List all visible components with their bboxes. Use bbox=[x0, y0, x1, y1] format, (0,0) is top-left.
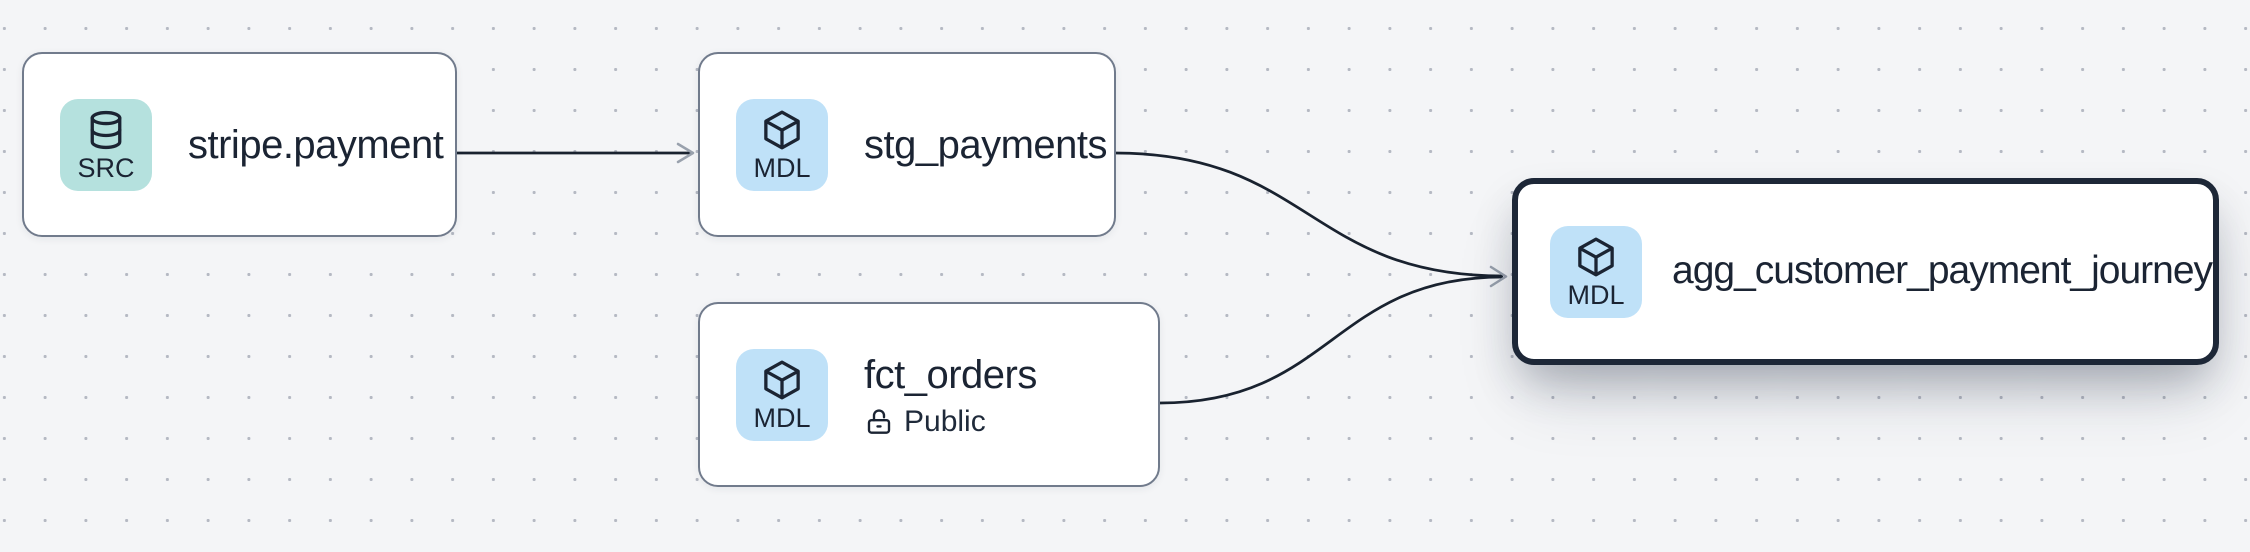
model-type-badge: MDL bbox=[1550, 225, 1642, 318]
edge-stg-payments-to-agg-customer-payment-journey[interactable] bbox=[1114, 151, 1504, 278]
edge-fct-orders-to-agg-customer-payment-journey[interactable] bbox=[1159, 275, 1504, 405]
node-stg-payments[interactable]: MDL stg_payments bbox=[698, 52, 1116, 237]
node-fct-orders[interactable]: MDL fct_orders Public bbox=[698, 302, 1160, 487]
cube-icon bbox=[764, 110, 800, 149]
node-agg-customer-payment-journey[interactable]: MDL agg_customer_payment_journey bbox=[1512, 178, 2219, 365]
badge-label: MDL bbox=[753, 152, 811, 183]
unlock-icon bbox=[867, 408, 891, 434]
arrowhead-icon bbox=[676, 142, 695, 164]
node-labels: stripe.payment bbox=[188, 121, 444, 169]
model-type-badge: MDL bbox=[736, 98, 828, 191]
node-labels: agg_customer_payment_journey bbox=[1672, 248, 2213, 295]
node-title: stg_payments bbox=[864, 122, 1108, 167]
node-title: fct_orders bbox=[864, 353, 1037, 397]
cube-icon bbox=[1578, 237, 1614, 276]
node-title: agg_customer_payment_journey bbox=[1672, 249, 2213, 293]
cube-icon bbox=[764, 360, 800, 399]
node-labels: fct_orders Public bbox=[864, 351, 1037, 438]
source-type-badge: SRC bbox=[60, 98, 152, 191]
node-title: stripe.payment bbox=[188, 122, 444, 167]
access-label: Public bbox=[904, 405, 986, 438]
model-type-badge: MDL bbox=[736, 348, 828, 441]
access-row: Public bbox=[864, 405, 1037, 438]
arrowhead-icon bbox=[1489, 265, 1508, 288]
badge-label: MDL bbox=[1567, 279, 1625, 310]
badge-label: SRC bbox=[77, 152, 135, 183]
node-labels: stg_payments bbox=[864, 121, 1108, 169]
node-stripe-payment[interactable]: SRC stripe.payment bbox=[22, 52, 457, 237]
database-icon bbox=[90, 110, 122, 149]
badge-label: MDL bbox=[753, 402, 811, 433]
